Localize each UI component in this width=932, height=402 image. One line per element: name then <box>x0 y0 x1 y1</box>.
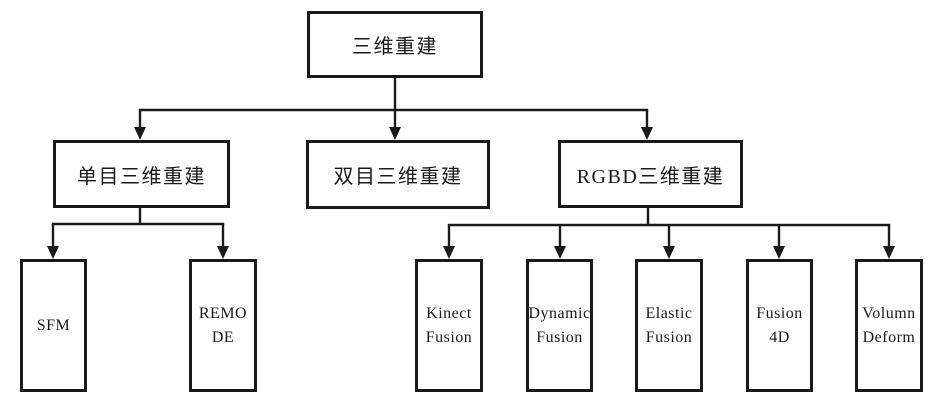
arrowhead-kinect <box>443 246 455 259</box>
node-fusion-4d: Fusion 4D <box>746 259 813 392</box>
arrowhead-stereo <box>389 127 401 140</box>
connector-lines <box>51 78 891 248</box>
node-dynamic-fusion: Dynamic Fusion <box>526 259 593 392</box>
arrowhead-rgbd <box>641 127 653 140</box>
node-kinect-fusion: Kinect Fusion <box>415 259 483 392</box>
node-label-line: 4D <box>769 328 790 346</box>
arrowheads <box>47 127 895 259</box>
node-label-line: Fusion <box>536 328 583 346</box>
node-rgbd-3d-reconstruction: RGBD三维重建 <box>558 140 743 208</box>
node-label-line: Kinect <box>426 304 472 322</box>
arrowhead-mono <box>134 127 146 140</box>
node-label-line: Elastic <box>645 304 693 322</box>
node-label-line: SFM <box>36 316 71 334</box>
node-label-line: REMO <box>198 304 248 322</box>
node-label: 双目三维重建 <box>333 166 463 188</box>
node-sfm: SFM <box>20 259 87 392</box>
node-label-line: Dynamic <box>528 304 591 322</box>
node-remode: REMO DE <box>189 259 257 392</box>
arrowhead-dynamic <box>554 246 566 259</box>
node-label-line: Deform <box>862 328 916 346</box>
arrowhead-sfm <box>47 246 59 259</box>
node-label-line: Fusion <box>425 328 473 346</box>
node-binocular-3d-reconstruction: 双目三维重建 <box>306 140 490 209</box>
node-label-line: Fusion <box>756 304 803 322</box>
arrowhead-remode <box>217 246 229 259</box>
node-label: RGBD三维重建 <box>576 165 725 188</box>
node-monocular-3d-reconstruction: 单目三维重建 <box>53 140 230 208</box>
node-volumn-deform: Volumn Deform <box>855 259 923 392</box>
node-label-line: DE <box>211 328 235 346</box>
node-label: 三维重建 <box>352 36 438 58</box>
node-elastic-fusion: Elastic Fusion <box>635 259 703 392</box>
node-3d-reconstruction: 三维重建 <box>307 11 483 78</box>
arrowhead-elastic <box>663 246 675 259</box>
node-label: 单目三维重建 <box>77 165 206 188</box>
node-label-line: Volumn <box>862 304 916 322</box>
arrowhead-fusion4d <box>773 246 785 259</box>
node-label-line: Fusion <box>645 328 693 346</box>
arrowhead-volumn <box>883 246 895 259</box>
